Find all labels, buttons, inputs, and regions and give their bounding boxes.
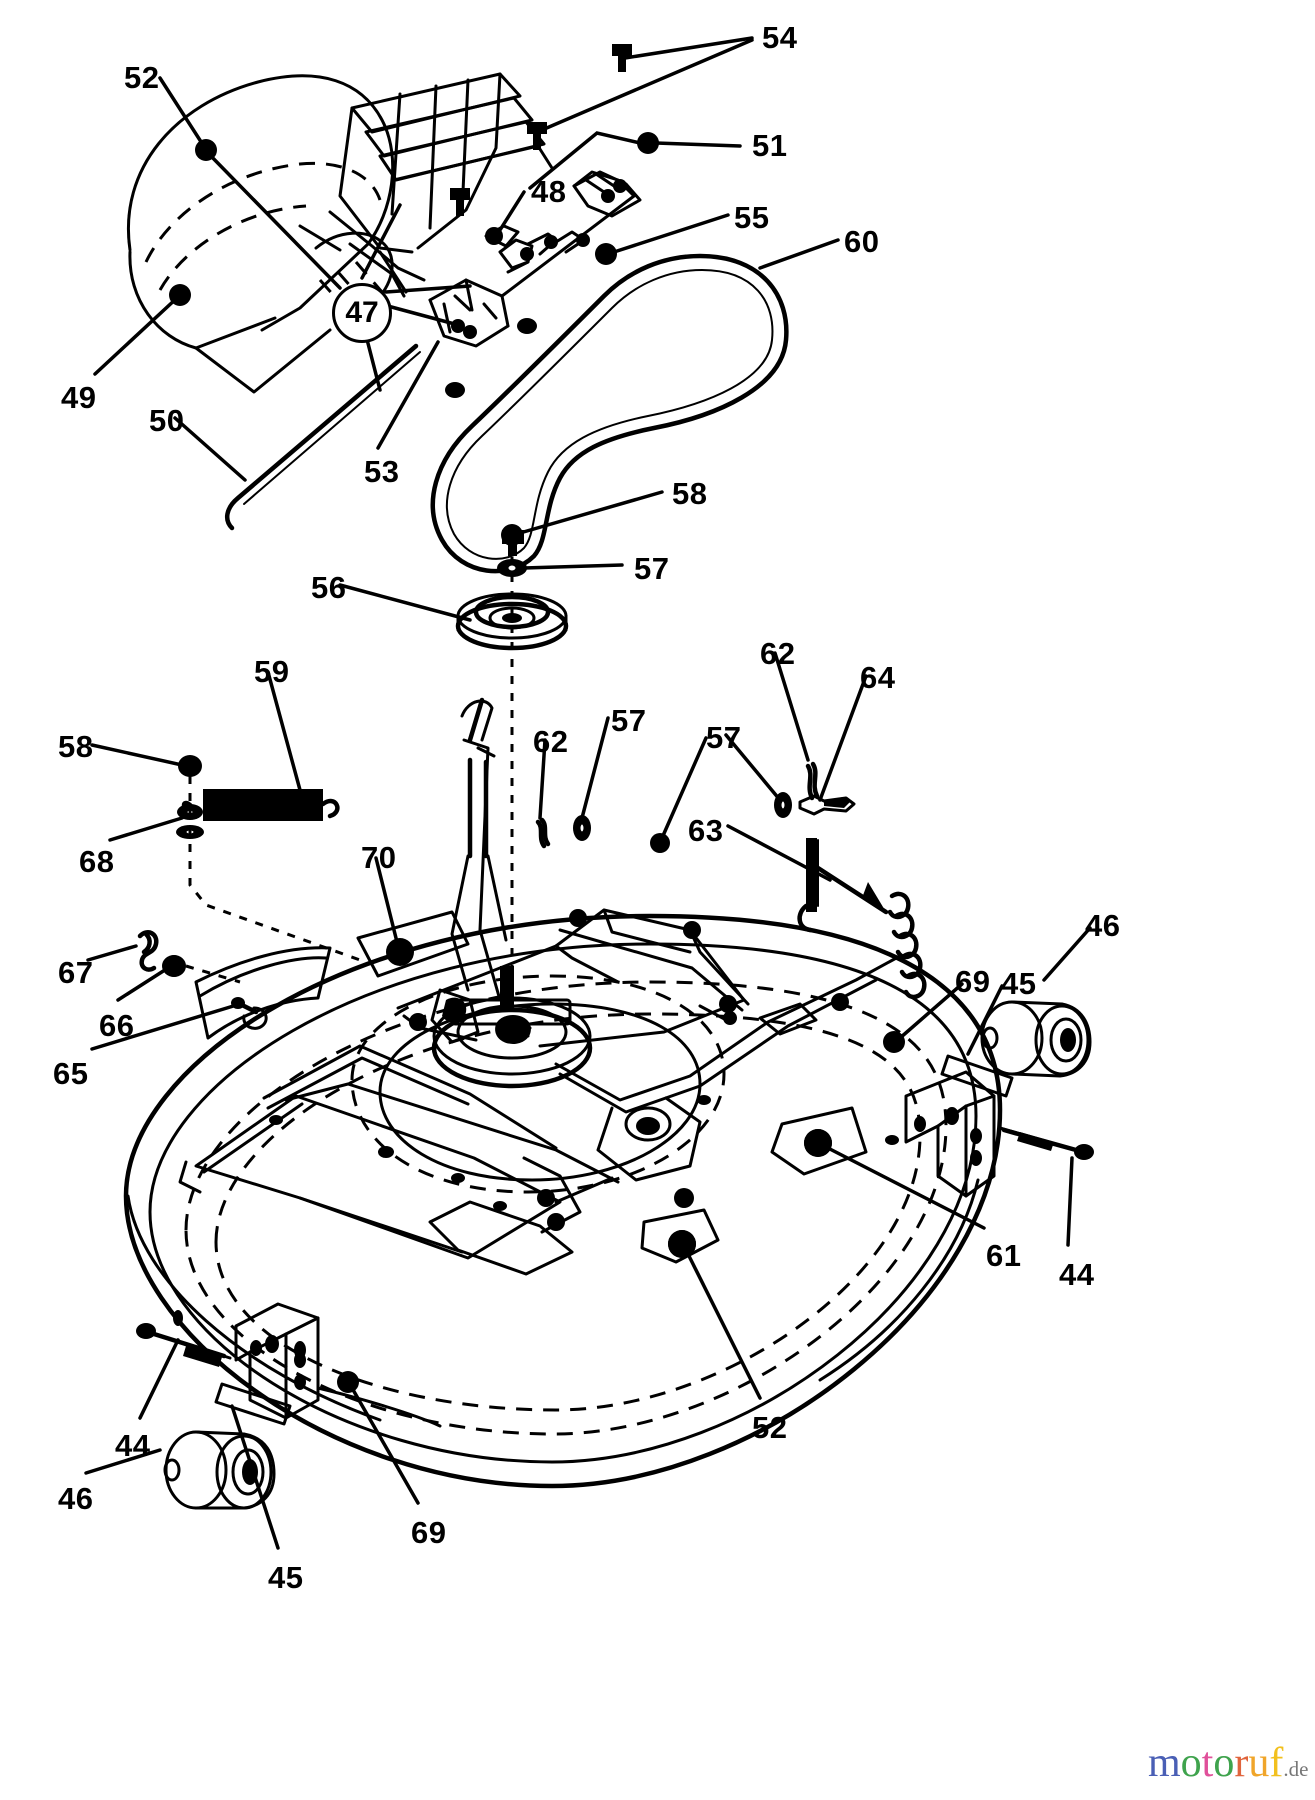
- callout-57-right: 57: [706, 720, 742, 755]
- callout-67: 67: [58, 955, 94, 990]
- callout-64: 64: [860, 660, 896, 695]
- callout-45-right: 45: [1001, 966, 1037, 1001]
- callout-65: 65: [53, 1056, 89, 1091]
- bottom-wheel-assembly: [136, 1302, 442, 1510]
- logo-letter-u: u: [1248, 1740, 1270, 1786]
- fastener-cluster: [535, 761, 856, 849]
- callout-bubble-47-label: 47: [345, 296, 379, 329]
- chute-rod-50: [224, 343, 421, 531]
- callout-50: 50: [149, 403, 185, 438]
- callout-62-center: 62: [533, 724, 569, 759]
- extension-spring-59: [176, 755, 361, 962]
- callout-45-bottom: 45: [268, 1560, 304, 1595]
- logo-letter-f: f: [1269, 1740, 1284, 1786]
- callout-66: 66: [99, 1008, 135, 1043]
- callout-59: 59: [254, 654, 290, 689]
- logo-letter-m: m: [1148, 1740, 1181, 1786]
- callout-48: 48: [531, 174, 567, 209]
- callout-56: 56: [311, 570, 347, 605]
- callout-46-bottom-left: 46: [58, 1481, 94, 1516]
- callout-55: 55: [734, 200, 770, 235]
- callout-44-bottom-left: 44: [115, 1428, 151, 1463]
- callout-bubble-47: 47: [332, 283, 392, 343]
- linkage-bracket-group: [428, 44, 642, 398]
- callout-51: 51: [752, 128, 788, 163]
- callout-44-right: 44: [1059, 1257, 1095, 1292]
- logo-letter-r: r: [1234, 1740, 1249, 1786]
- callout-52-bottom: 52: [752, 1410, 788, 1445]
- callout-58-belt: 58: [672, 476, 708, 511]
- callout-53: 53: [364, 454, 400, 489]
- callout-52-upper-left: 52: [124, 60, 160, 95]
- idler-pulley-56: [455, 530, 569, 1020]
- callout-63: 63: [688, 813, 724, 848]
- callout-68: 68: [79, 844, 115, 879]
- right-wheel-assembly: [904, 1000, 1094, 1198]
- callout-57-center: 57: [611, 703, 647, 738]
- callout-61: 61: [986, 1238, 1022, 1273]
- motoruf-logo: motoruf.de: [1148, 1742, 1308, 1784]
- callout-62-right: 62: [760, 636, 796, 671]
- callout-69-right: 69: [955, 964, 991, 999]
- callout-60: 60: [844, 224, 880, 259]
- callout-49: 49: [61, 380, 97, 415]
- logo-letter-o2: o: [1213, 1740, 1235, 1786]
- callout-70: 70: [361, 840, 397, 875]
- mower-deck-shell-61: [123, 697, 1003, 1489]
- callout-57-upper: 57: [634, 551, 670, 586]
- logo-letter-t: t: [1201, 1740, 1214, 1786]
- callout-54: 54: [762, 20, 798, 55]
- logo-tld: .de: [1283, 1757, 1309, 1781]
- drive-belt-60: [430, 253, 789, 574]
- callout-58-left: 58: [58, 729, 94, 764]
- callout-69-bottom: 69: [411, 1515, 447, 1550]
- callout-46-right: 46: [1085, 908, 1121, 943]
- discharge-chute-group: [127, 72, 554, 394]
- logo-letter-o1: o: [1180, 1740, 1202, 1786]
